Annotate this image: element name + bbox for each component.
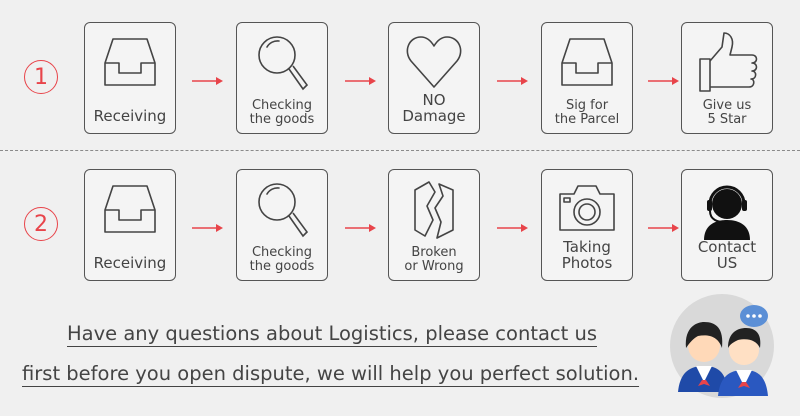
- customer-service-avatar: [668, 292, 776, 400]
- arrow-icon: [192, 223, 224, 233]
- step-label: NO Damage: [402, 91, 466, 125]
- headset-agent-icon: [688, 176, 766, 246]
- inbox-tray-icon: [91, 176, 169, 246]
- step-receiving: Receiving: [84, 169, 176, 281]
- arrow-icon: [345, 223, 377, 233]
- step-number-badge: 2: [24, 207, 58, 241]
- step-sign-parcel: Sig for the Parcel: [541, 22, 633, 134]
- magnifier-icon: [243, 29, 321, 99]
- arrow-icon: [345, 76, 377, 86]
- process-row-2: 2 Receiving Checking the goods: [0, 165, 800, 287]
- step-five-star: Give us 5 Star: [681, 22, 773, 134]
- step-number-badge: 1: [24, 60, 58, 94]
- thumbs-up-icon: [688, 29, 766, 99]
- step-no-damage: NO Damage: [388, 22, 480, 134]
- step-label: Receiving: [93, 107, 167, 125]
- step-checking: Checking the goods: [236, 169, 328, 281]
- step-label: Sig for the Parcel: [554, 98, 620, 127]
- camera-icon: [548, 176, 626, 246]
- step-label: Give us 5 Star: [702, 98, 752, 127]
- notice-line-1: Have any questions about Logistics, plea…: [67, 322, 597, 345]
- step-label: Receiving: [93, 254, 167, 272]
- heart-icon: [395, 29, 473, 99]
- step-label: Taking Photos: [561, 238, 613, 272]
- arrow-icon: [648, 223, 680, 233]
- arrow-icon: [497, 76, 529, 86]
- step-label: Checking the goods: [249, 98, 315, 127]
- process-row-1: 1 Receiving Checking the goods: [0, 18, 800, 140]
- step-broken-wrong: Broken or Wrong: [388, 169, 480, 281]
- step-label: Contact US: [697, 238, 757, 272]
- step-label: Checking the goods: [249, 245, 315, 274]
- arrow-icon: [497, 223, 529, 233]
- step-checking: Checking the goods: [236, 22, 328, 134]
- arrow-icon: [192, 76, 224, 86]
- step-contact-us: Contact US: [681, 169, 773, 281]
- step-receiving: Receiving: [84, 22, 176, 134]
- step-label: Broken or Wrong: [404, 245, 464, 274]
- step-taking-photos: Taking Photos: [541, 169, 633, 281]
- arrow-icon: [648, 76, 680, 86]
- notice-line-2: first before you open dispute, we will h…: [22, 362, 640, 385]
- broken-box-icon: [395, 176, 473, 246]
- inbox-tray-icon: [548, 29, 626, 99]
- inbox-tray-icon: [91, 29, 169, 99]
- magnifier-icon: [243, 176, 321, 246]
- dashed-divider: [0, 150, 800, 151]
